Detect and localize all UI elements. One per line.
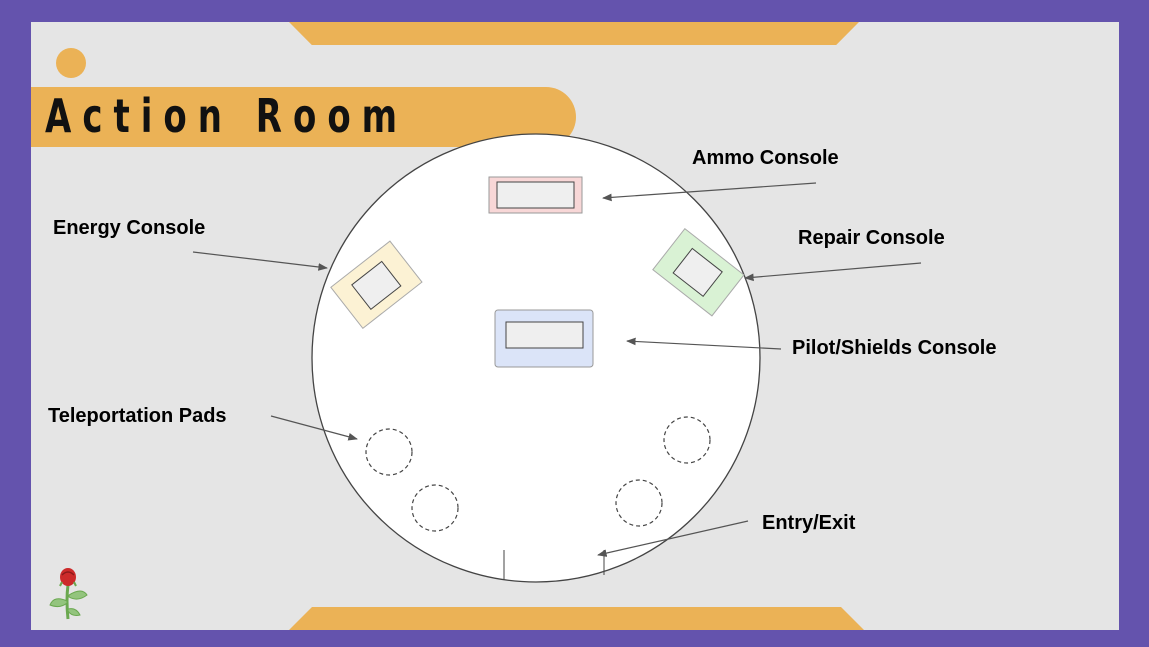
energy-console [330,240,423,329]
decoration-dot [56,48,86,78]
repair-console-label: Repair Console [798,227,945,249]
page-title: Action Room [45,90,409,144]
entry-exit-label: Entry/Exit [762,512,856,534]
energy-console-label: Energy Console [53,217,205,239]
teleport-arrow [270,415,358,441]
rose-icon [49,568,88,620]
teleport-pad [615,479,663,527]
ammo-arrow [602,182,817,202]
room-diagram: Ammo Console Energy Console Repair Conso… [48,133,996,583]
teleportation-pads-label: Teleportation Pads [48,405,227,427]
ammo-console-label: Ammo Console [692,147,839,169]
energy-arrow [192,251,328,271]
pilot-arrow [626,337,782,350]
teleport-pad [365,428,413,476]
ammo-console [488,176,583,214]
pilot-shields-console [494,309,594,368]
pilot-shields-console-label: Pilot/Shields Console [792,337,996,359]
entry-arrow [597,520,749,557]
teleport-pad [411,484,459,532]
repair-console [652,228,745,317]
repair-arrow [744,262,922,282]
teleport-pad [663,416,711,464]
slide-panel: Action Room [31,22,1119,630]
top-decoration-tab [289,22,859,45]
title-banner [31,87,576,147]
bottom-decoration-tab [289,607,864,630]
